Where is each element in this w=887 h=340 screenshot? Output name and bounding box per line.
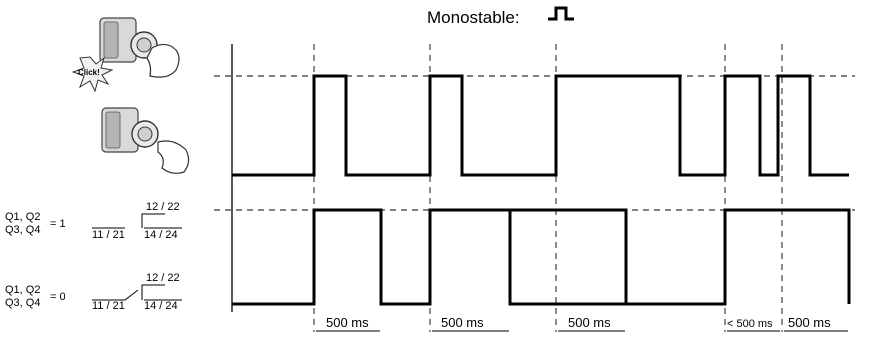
duration-label-1: 500 ms <box>326 315 369 330</box>
mode-line-1: Q1, Q2 <box>5 211 40 223</box>
contact-symbol <box>92 213 182 229</box>
output2-waveform <box>232 208 851 306</box>
contact-right-label: 14 / 24 <box>144 229 178 241</box>
push-button-released-illustration <box>101 107 190 174</box>
pulse-icon <box>548 6 574 21</box>
output2-label-group: Q1, Q2 Q3, Q4 = 0 12 / 22 11 / 21 14 / 2… <box>5 272 182 312</box>
contact-symbol <box>92 284 182 301</box>
duration-label-2: 500 ms <box>441 315 484 330</box>
push-button-pressed-illustration: Click! <box>71 17 180 93</box>
mode-line-2: Q3, Q4 <box>5 297 40 309</box>
diagram-title: Monostable: <box>427 8 520 27</box>
timing-guides <box>313 44 783 332</box>
contact-top-label: 12 / 22 <box>146 201 180 213</box>
button-cap <box>136 37 152 53</box>
input-signal-waveform <box>232 74 849 177</box>
button-block <box>105 111 121 149</box>
duration-label-4: < 500 ms <box>727 318 773 330</box>
button-block <box>103 21 119 59</box>
output1-waveform <box>232 208 851 306</box>
mode-value: = 1 <box>50 218 66 230</box>
mode-value: = 0 <box>50 291 66 303</box>
contact-top-label: 12 / 22 <box>146 272 180 284</box>
button-cap <box>137 126 153 142</box>
finger-icon <box>157 140 190 174</box>
mode-line-1: Q1, Q2 <box>5 284 40 296</box>
finger-icon <box>146 43 180 78</box>
contact-left-label: 11 / 21 <box>92 300 125 312</box>
mode-line-2: Q3, Q4 <box>5 224 40 236</box>
output1-label-group: Q1, Q2 Q3, Q4 = 1 12 / 22 11 / 21 14 / 2… <box>5 201 182 241</box>
duration-label-3: 500 ms <box>568 315 611 330</box>
contact-right-label: 14 / 24 <box>144 300 178 312</box>
click-burst-icon <box>71 56 114 93</box>
click-label: Click! <box>78 68 100 77</box>
duration-label-5: 500 ms <box>788 315 831 330</box>
contact-left-label: 11 / 21 <box>92 229 125 241</box>
